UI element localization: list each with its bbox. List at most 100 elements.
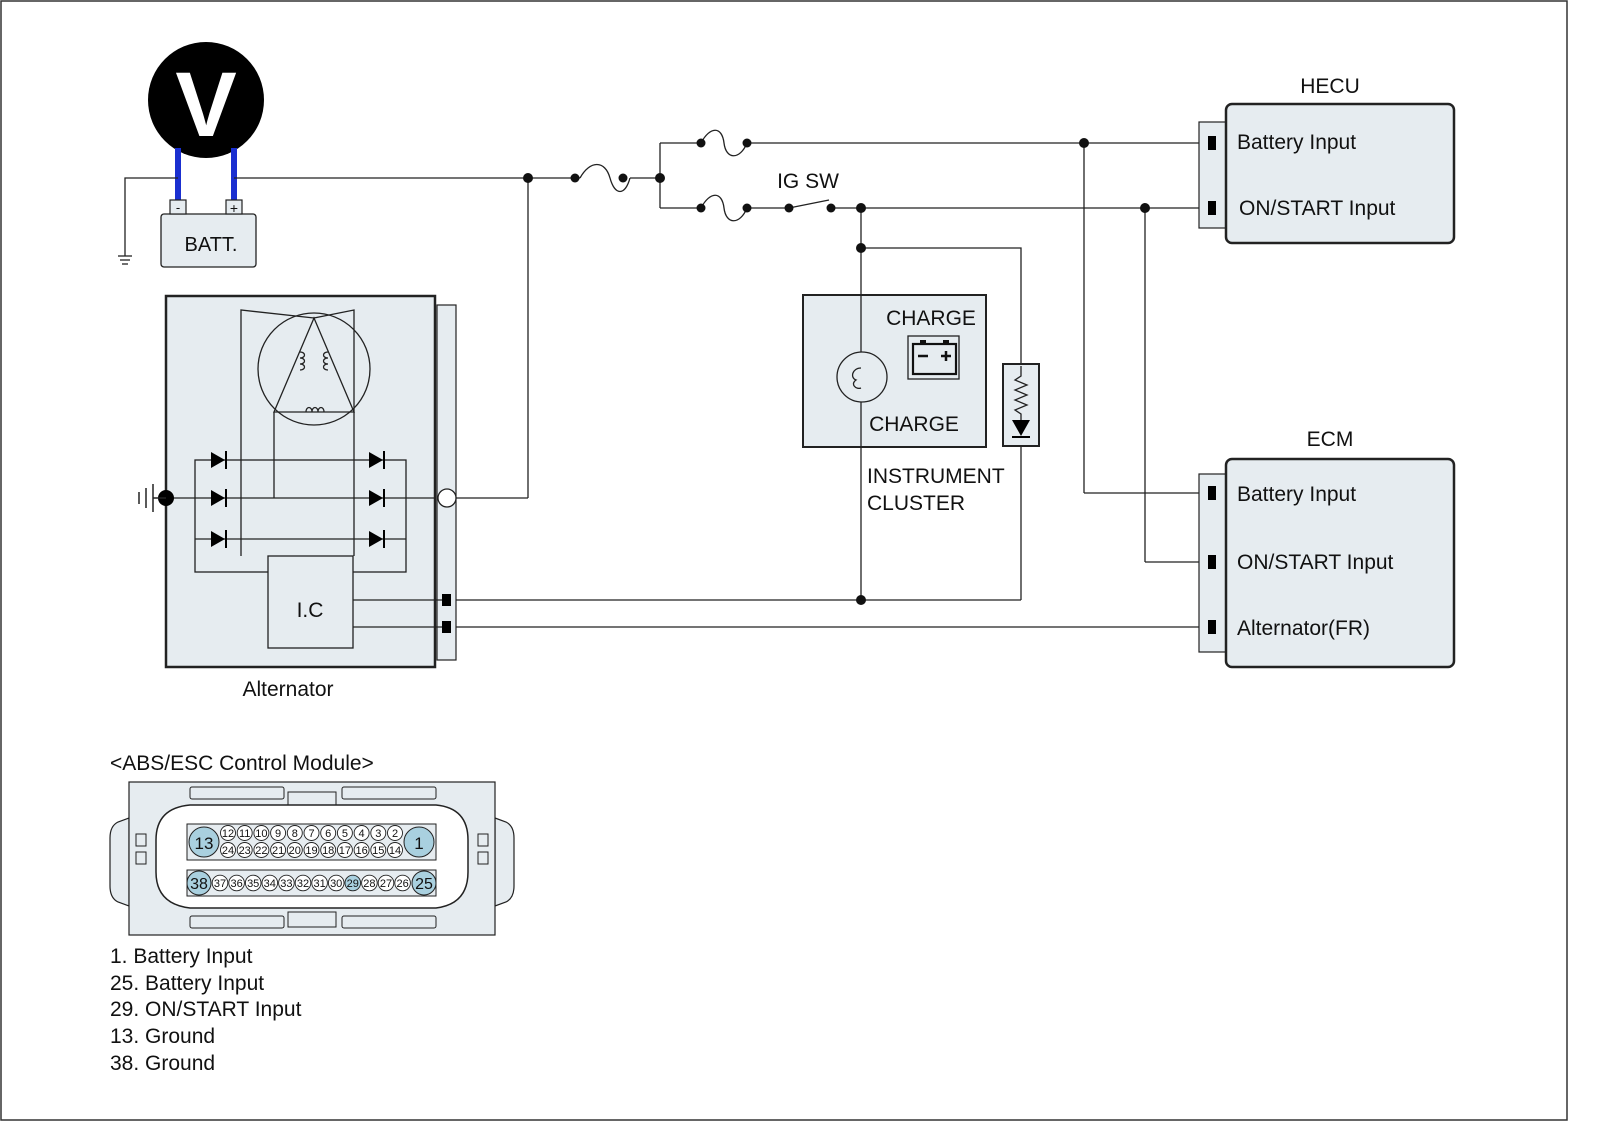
connector-pin-label: 9: [275, 828, 281, 840]
alternator-ground-icon: [138, 484, 174, 512]
connector-pin: [220, 825, 236, 841]
ecm-pin-alternator-fr: [1208, 620, 1216, 634]
connector-pin-label: 8: [292, 828, 298, 840]
connector-pin-label: 7: [308, 828, 314, 840]
pin-25: [411, 870, 437, 896]
connector-pin-label: 5: [342, 828, 348, 840]
connector-pin: [370, 825, 387, 841]
charge-label-bottom: CHARGE: [869, 413, 959, 436]
junction-dots: [523, 138, 1150, 605]
ecm-pin-battery: [1208, 486, 1216, 500]
connector-pin: [303, 825, 320, 841]
connector-pin-label: 33: [280, 878, 292, 890]
connector-pin-label: 15: [372, 845, 384, 857]
connector-pin: [327, 874, 345, 892]
connector-pin: [394, 874, 411, 892]
connector-pin: [361, 874, 378, 892]
connector-pin: [278, 874, 295, 892]
connector-pin-label: 22: [255, 845, 267, 857]
pin-13: [188, 826, 220, 858]
connector-pin: [303, 842, 320, 858]
connector-pin: [261, 874, 279, 892]
hecu-battery-input-label: Battery Input: [1237, 131, 1356, 154]
pin-25-label: 25: [415, 876, 433, 893]
connector-pin-label: 3: [375, 828, 381, 840]
connector-pin: [270, 842, 287, 858]
hecu-pin-battery: [1208, 136, 1216, 150]
voltmeter-symbol: V: [175, 54, 236, 156]
hecu-pin-on-start: [1208, 201, 1216, 215]
hecu-title: HECU: [1300, 75, 1360, 98]
connector-pin: [336, 842, 353, 858]
pin-legend: 1. Battery Input 25. Battery Input 29. O…: [110, 945, 302, 1075]
pin-legend-item: 13. Ground: [110, 1025, 215, 1048]
connector-pin-label: 35: [247, 878, 259, 890]
connector-pin: [228, 874, 245, 892]
connector-pin: [220, 842, 236, 858]
connector-pin-label: 31: [313, 878, 325, 890]
ecm-pin-on-start: [1208, 555, 1216, 569]
diode-icons: [211, 451, 385, 548]
connector-pin-label: 17: [339, 845, 351, 857]
connector-pin-label: 23: [239, 845, 251, 857]
battery-positive-mark: +: [230, 200, 238, 216]
signal-wires: [455, 599, 1210, 628]
instrument-cluster: CHARGE CHARGE: [802, 294, 987, 448]
connector-pin: [270, 825, 287, 841]
ic-regulator: [267, 555, 354, 649]
alternator-pin-fr: [442, 621, 451, 633]
connector-pin: [387, 842, 403, 858]
hecu-module: HECU Battery Input ON/START Input: [1198, 75, 1456, 245]
charge-lamp-icon: [836, 351, 888, 403]
connector-pin: [377, 874, 395, 892]
connector-pin-label: 10: [255, 828, 267, 840]
pin-legend-item: 29. ON/START Input: [110, 998, 302, 1021]
main-power-wire: [234, 143, 661, 499]
connector-pin-label: 32: [297, 878, 309, 890]
charge-label-top: CHARGE: [886, 307, 976, 330]
ig-switch-label: IG SW: [777, 170, 839, 193]
connector-pin-label: 16: [355, 845, 367, 857]
battery-negative-mark: -: [176, 200, 180, 215]
charge-battery-icon: [907, 335, 960, 380]
connector-pin-label: 21: [272, 845, 284, 857]
b-terminal: [437, 488, 457, 508]
connector-pin: [311, 874, 328, 892]
connector-pin: [236, 825, 253, 841]
pin-legend-item: 25. Battery Input: [110, 972, 264, 995]
connector-pin-label: 19: [305, 845, 317, 857]
connector-pin-label: 14: [389, 845, 401, 857]
connector-pin-label: 18: [322, 845, 334, 857]
ecm-module: ECM Battery Input ON/START Input Alterna…: [1198, 428, 1456, 669]
alternator-pin-l: [442, 594, 451, 606]
connector-pin: [353, 825, 370, 841]
connector-pin-label: 36: [230, 878, 242, 890]
connector-pin-label: 11: [239, 828, 250, 840]
pin-legend-item: 1. Battery Input: [110, 945, 253, 968]
connector-pin: [286, 825, 303, 841]
battery-label: BATT.: [185, 234, 238, 256]
pin-legend-item: 38. Ground: [110, 1052, 215, 1075]
connector-pin-label: 12: [222, 828, 234, 840]
connector-pin-label: 27: [380, 878, 392, 890]
connector-pin: [253, 825, 270, 841]
connector-pin: [286, 842, 303, 858]
connector-pin-label: 37: [214, 878, 226, 890]
connector-pin: [336, 825, 353, 841]
ig-switch-contact: [788, 199, 830, 209]
connector-pin-label: 28: [363, 878, 375, 890]
alternator-label: Alternator: [242, 678, 333, 701]
connector-pin-label: 20: [289, 845, 301, 857]
connector-pin-label: 26: [396, 878, 408, 890]
pin-38: [186, 870, 212, 896]
ic-label: I.C: [297, 599, 324, 622]
connector-pin: [253, 842, 270, 858]
connector-pin: [320, 842, 337, 858]
connector-pin: [353, 842, 370, 858]
pin-13-label: 13: [195, 834, 214, 853]
connector-title: <ABS/ESC Control Module>: [110, 752, 374, 775]
ecm-on-start-input-label: ON/START Input: [1237, 551, 1394, 574]
